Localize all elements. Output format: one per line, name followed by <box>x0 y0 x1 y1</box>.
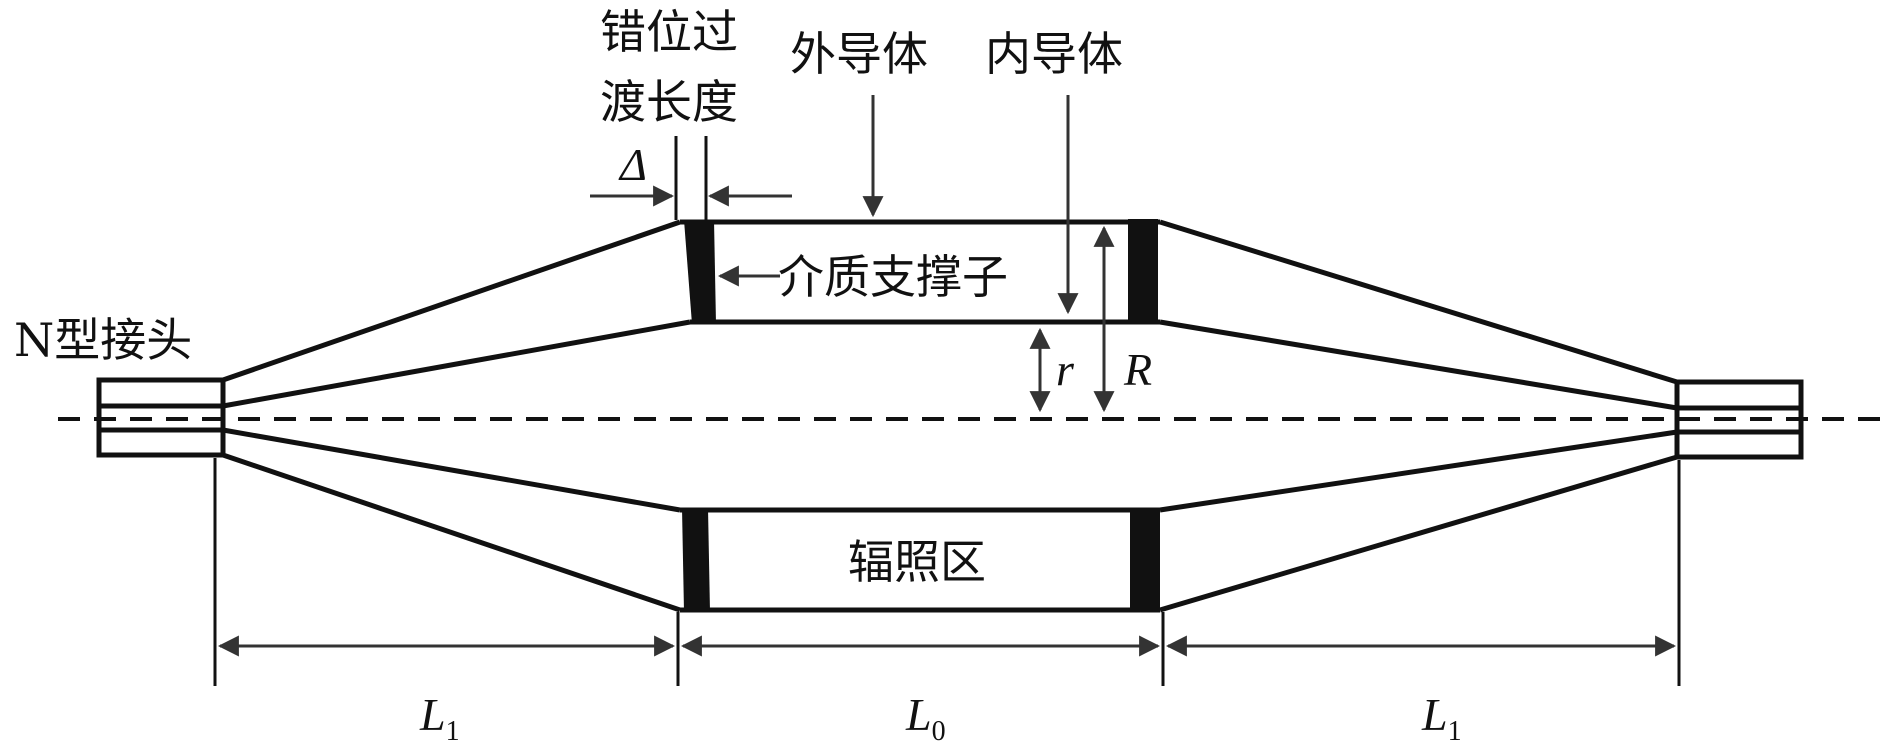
outer-conductor-label: 外导体 <box>790 27 928 81</box>
lower-taper <box>222 427 1678 613</box>
r-symbol: r <box>1056 344 1075 395</box>
lower-straight-section <box>680 507 1160 613</box>
L1-left-label: L1 <box>419 689 460 747</box>
upper-taper <box>222 219 1678 411</box>
support-label: 介质支撑子 <box>778 250 1008 304</box>
R-symbol: R <box>1123 344 1152 395</box>
inner-conductor-label: 内导体 <box>985 27 1123 81</box>
upper-straight-section <box>680 219 1160 325</box>
transition-label-line1: 错位过 <box>600 5 738 59</box>
L1-right-label: L1 <box>1421 689 1462 747</box>
left-n-connector <box>96 377 226 458</box>
right-n-connector <box>1674 379 1804 460</box>
delta-symbol: Δ <box>618 139 647 190</box>
transition-label-line2: 渡长度 <box>600 75 738 129</box>
L0-label: L0 <box>905 689 946 747</box>
irradiation-zone-label: 辐照区 <box>848 535 986 589</box>
extension-lines <box>213 458 1681 686</box>
delta-dimension <box>590 136 792 220</box>
connector-label: N型接头 <box>14 313 192 367</box>
